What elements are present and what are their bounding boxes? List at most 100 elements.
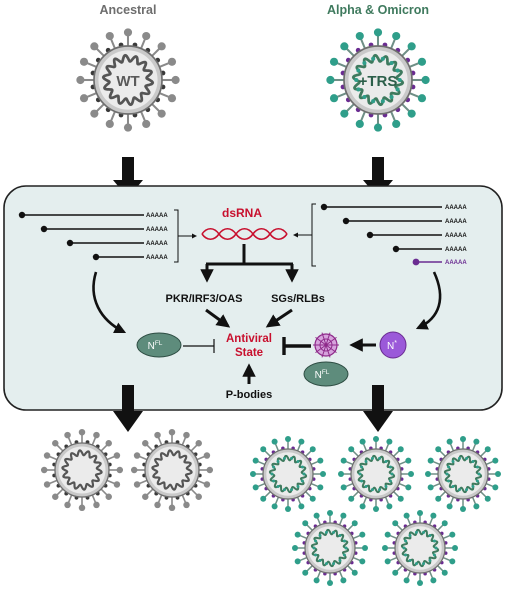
spike-protein <box>384 558 391 565</box>
nucleocapsid-dot <box>332 562 336 566</box>
spike-protein <box>105 440 112 447</box>
trs-label: +TRS <box>359 73 398 90</box>
nucleocapsid-dot <box>384 459 388 463</box>
aggregate-strand <box>325 344 337 354</box>
alpha-omicron-progeny-virion <box>292 510 368 586</box>
virion-interior <box>354 452 398 496</box>
nucleocapsid-dot <box>300 465 304 469</box>
spike-protein <box>441 569 448 576</box>
spike-protein <box>123 123 133 132</box>
antiviral-label-line1: Antiviral <box>226 333 272 345</box>
nucleocapsid-dot <box>358 472 362 476</box>
spike-protein <box>302 569 309 576</box>
nucleocapsid-dot <box>370 488 374 492</box>
polya-tail: AAAAA <box>146 213 168 219</box>
polya-tail: AAAAA <box>146 227 168 233</box>
spike-protein <box>90 109 99 118</box>
spike-protein <box>446 503 453 510</box>
wt-label: WT <box>116 73 139 90</box>
nucleocapsid-dot <box>380 56 385 61</box>
spike-protein <box>130 466 138 474</box>
spike-protein <box>250 471 256 477</box>
nucleocapsid-dot <box>272 465 276 469</box>
aggregate-strand <box>325 332 331 346</box>
polya-tail: AAAAA <box>445 247 467 253</box>
nucleocapsid-dot <box>276 485 280 489</box>
nucleocapsid-dot <box>276 459 280 463</box>
spike-protein <box>403 577 410 584</box>
nfl-base: N <box>315 370 322 381</box>
nucleocapsid-dot <box>457 488 461 492</box>
spike-protein <box>408 471 414 477</box>
virion-interior <box>398 526 442 570</box>
svg-text:NFL: NFL <box>315 369 330 381</box>
spike-protein <box>362 545 368 551</box>
spike-protein <box>105 119 114 129</box>
nucleocapsid-dot <box>364 485 368 489</box>
alpha-omicron-header: Alpha & Omicron <box>327 3 429 17</box>
spike-protein <box>294 558 301 565</box>
spike-protein <box>460 436 466 442</box>
spike-protein <box>40 466 48 474</box>
spike-protein <box>326 75 335 85</box>
nucleocapsid-dot <box>362 60 367 66</box>
spike-protein <box>157 109 166 118</box>
nucleocapsid-dot <box>428 559 432 563</box>
sgs-to-antiviral-arrow <box>265 308 293 328</box>
pkr-label: PKR/IRF3/OAS <box>165 293 242 305</box>
polya-tail: AAAAA <box>445 205 467 211</box>
nstar-protein: N* <box>379 331 407 359</box>
spike-protein <box>340 577 347 584</box>
spike-protein <box>417 94 427 103</box>
nucleocapsid-dot <box>338 559 342 563</box>
spike-protein <box>373 506 379 512</box>
aggregate-strand <box>321 344 327 358</box>
nucleocapsid-dot <box>318 559 322 563</box>
viral-genome <box>101 53 155 107</box>
nucleocapsid-dot <box>390 472 394 476</box>
spike-protein <box>79 57 89 66</box>
sgrna-set-right <box>324 206 442 250</box>
spike-protein <box>373 28 383 37</box>
spike-protein <box>203 452 211 459</box>
spike-protein <box>351 520 358 527</box>
nucleocapsid-dot <box>408 533 412 537</box>
spike-protein <box>252 484 259 491</box>
ancestral-progeny-virion <box>40 428 124 512</box>
spike-protein <box>309 495 316 502</box>
spike-protein <box>351 569 358 576</box>
nucleocapsid-dot <box>318 533 322 537</box>
nstar-inhibition <box>282 337 311 355</box>
spike-protein <box>320 471 326 477</box>
nucleocapsid-dot <box>342 539 346 543</box>
nucleocapsid-dot <box>402 546 406 550</box>
nucleocapsid-dot <box>432 539 436 543</box>
spike-protein <box>492 484 499 491</box>
nucleocapsid-dot <box>404 553 408 557</box>
spike-protein <box>317 457 324 464</box>
nucleocapsid-dot <box>397 77 402 83</box>
spike-protein <box>302 520 309 527</box>
spike-protein <box>183 501 190 509</box>
spike-protein <box>271 503 278 510</box>
nucleocapsid-dot <box>447 465 451 469</box>
viral-genome <box>151 449 193 491</box>
spike-protein <box>313 512 320 519</box>
spike-protein <box>492 457 499 464</box>
spike-protein <box>495 471 501 477</box>
nstar-sup: * <box>394 340 397 347</box>
nucleocapsid-dot <box>296 485 300 489</box>
nucleocapsid-dot <box>451 485 455 489</box>
spike-protein <box>441 520 448 527</box>
spike-protein <box>171 75 180 85</box>
nucleocapsid-dot <box>356 68 361 73</box>
aggregate-ring <box>319 338 333 352</box>
spike-protein <box>392 569 399 576</box>
spike-protein <box>116 466 124 474</box>
spike-protein <box>133 481 141 488</box>
spike-protein <box>309 446 316 453</box>
nucleocapsid-dot <box>447 479 451 483</box>
nucleocapsid-dot <box>465 488 469 492</box>
nucleocapsid-dot <box>338 533 342 537</box>
nucleocapsid-dot <box>465 456 469 460</box>
